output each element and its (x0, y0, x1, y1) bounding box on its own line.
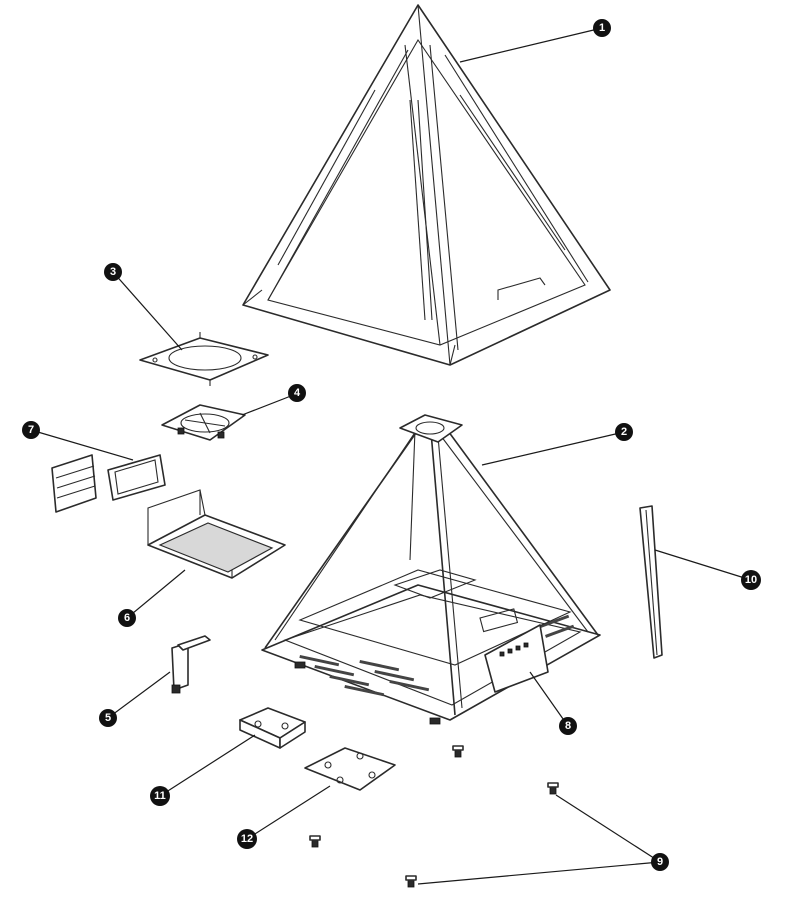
svg-text:9: 9 (657, 856, 663, 868)
fan-mount-plate (139, 332, 269, 386)
callout-6: 6 (118, 609, 136, 627)
support-bracket (171, 635, 211, 694)
svg-text:3: 3 (110, 266, 116, 278)
screws (309, 745, 559, 888)
callout-11: 11 (150, 786, 170, 806)
pyramid-cover (242, 4, 611, 366)
callout-1: 1 (593, 19, 611, 37)
side-rail (639, 505, 663, 659)
drive-cage (239, 707, 306, 749)
svg-text:8: 8 (565, 720, 571, 732)
screw (452, 745, 464, 758)
mounting-plate (304, 747, 396, 791)
svg-text:11: 11 (154, 790, 166, 802)
svg-text:12: 12 (241, 833, 253, 845)
callout-5: 5 (99, 709, 117, 727)
leader-lines (30, 27, 752, 885)
svg-text:1: 1 (599, 22, 605, 34)
callout-8: 8 (559, 717, 577, 735)
callout-12: 12 (237, 829, 257, 849)
slot-covers (51, 454, 166, 513)
callout-2: 2 (615, 423, 633, 441)
callout-10: 10 (741, 570, 761, 590)
callout-3: 3 (104, 263, 122, 281)
svg-text:4: 4 (294, 387, 301, 399)
svg-text:10: 10 (745, 574, 757, 586)
drive-tray (147, 489, 286, 579)
screw (547, 782, 559, 795)
svg-text:7: 7 (28, 424, 34, 436)
cooling-fan (161, 404, 246, 441)
callout-7: 7 (22, 421, 40, 439)
svg-text:5: 5 (105, 712, 111, 724)
callout-9: 9 (651, 853, 669, 871)
svg-text:6: 6 (124, 612, 130, 624)
svg-text:2: 2 (621, 426, 627, 438)
frame-chassis (261, 414, 601, 725)
screw (405, 875, 417, 888)
callout-4: 4 (288, 384, 306, 402)
screw (309, 835, 321, 848)
